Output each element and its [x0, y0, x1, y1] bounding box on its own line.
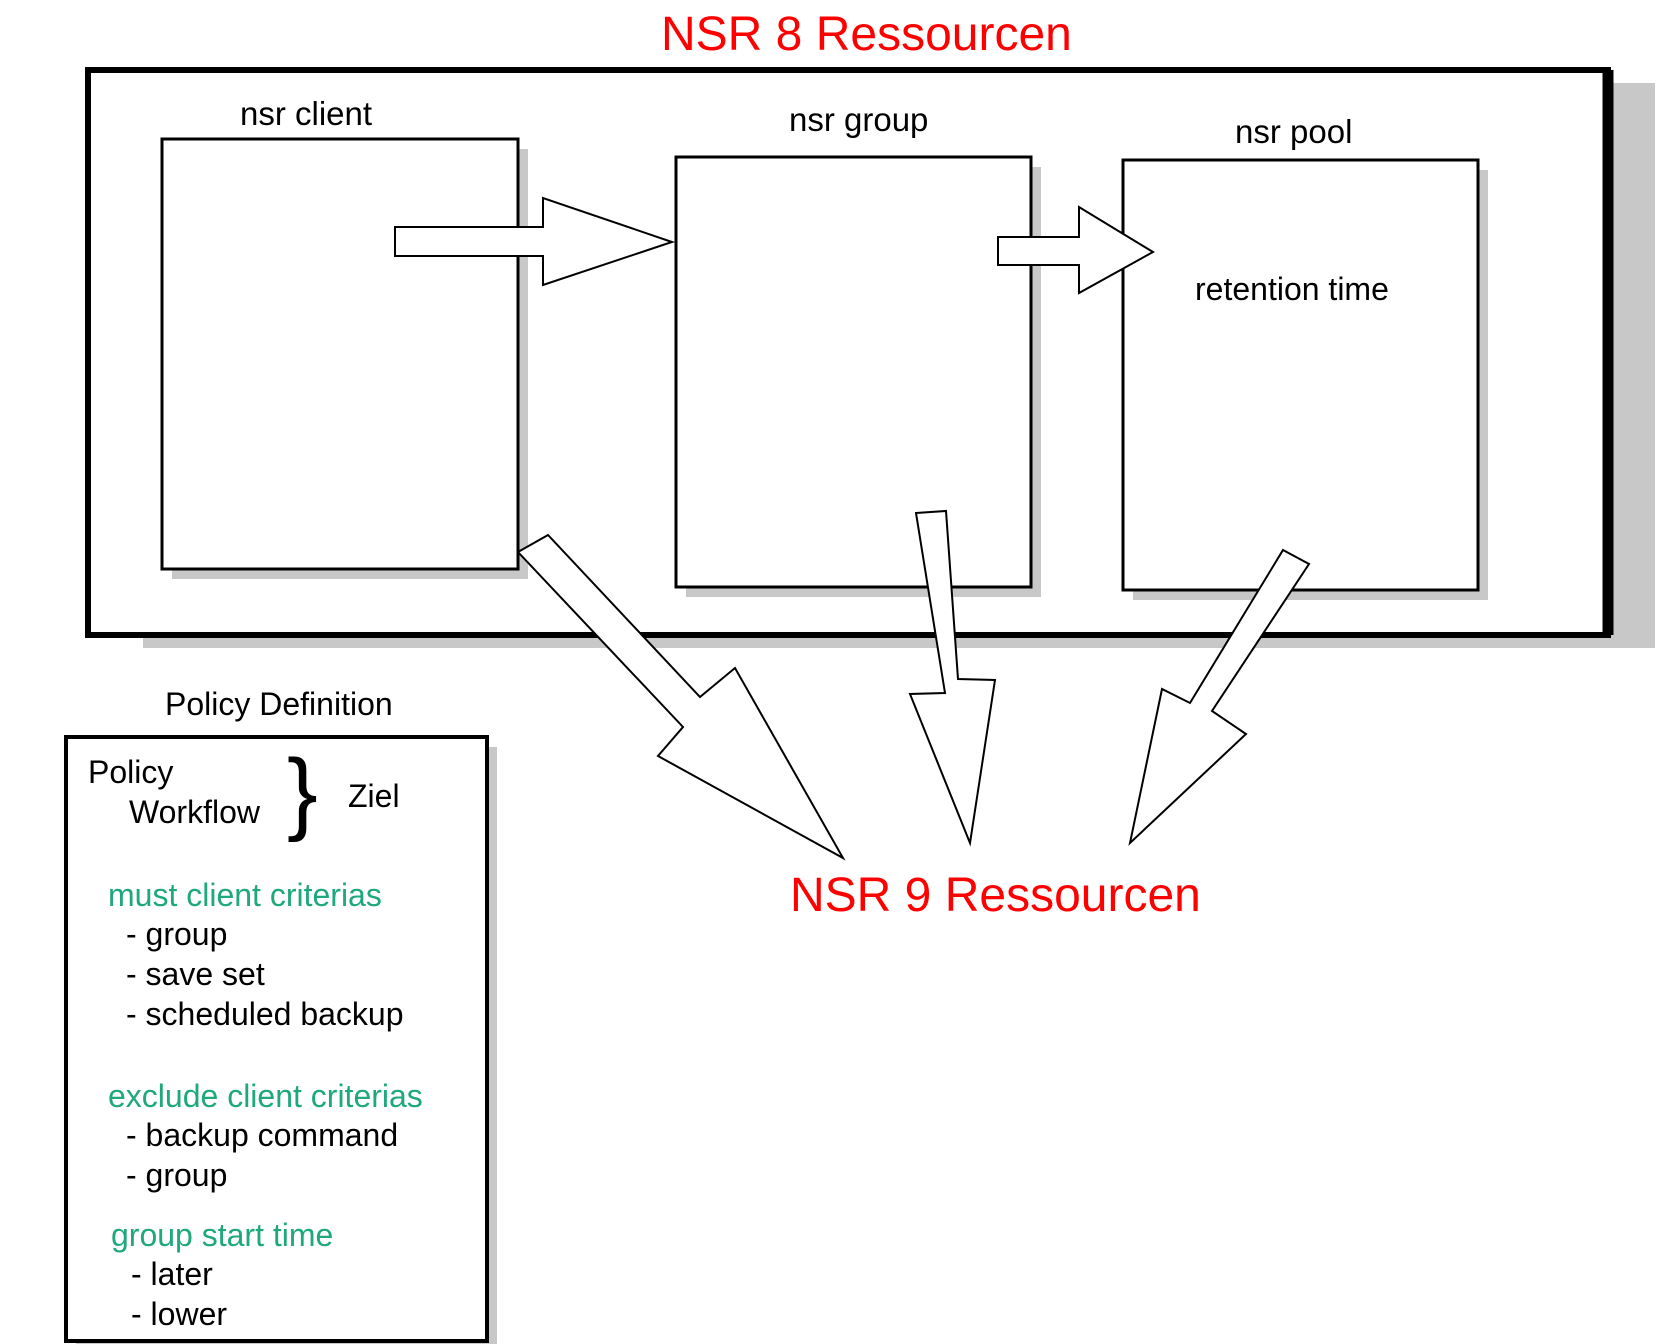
- policy-box: [64, 735, 497, 1344]
- section-heading-must: must client criterias: [108, 877, 382, 913]
- arrow-group-to-pool: [997, 205, 1155, 295]
- nsr-group-box: [674, 155, 1041, 597]
- section-heading-start-time: group start time: [111, 1217, 334, 1253]
- policy-label: Policy: [88, 754, 174, 790]
- list-item: - save set: [126, 956, 265, 992]
- nsr-group-label: nsr group: [789, 101, 929, 138]
- workflow-label: Workflow: [129, 794, 260, 830]
- retention-time-text: retention time: [1195, 271, 1389, 307]
- arrow-client-to-nsr9: [516, 533, 846, 861]
- list-item: - group: [126, 1157, 228, 1193]
- section-heading-exclude: exclude client criterias: [108, 1078, 423, 1114]
- nsr9-title: NSR 9 Ressourcen: [790, 869, 1201, 922]
- target-label: Ziel: [348, 778, 400, 814]
- nsr-pool-label: nsr pool: [1235, 113, 1353, 150]
- list-item: - lower: [131, 1296, 228, 1332]
- nsr-client-box: [160, 137, 528, 579]
- policy-definition-heading: Policy Definition: [165, 686, 393, 722]
- list-item: - backup command: [126, 1117, 399, 1153]
- arrow-group-to-nsr9: [908, 509, 997, 847]
- nsr-client-label: nsr client: [240, 95, 373, 132]
- list-item: - group: [126, 916, 228, 952]
- arrow-client-to-group: [394, 196, 676, 287]
- nsr8-title: NSR 8 Ressourcen: [661, 8, 1072, 61]
- brace-symbol: }: [287, 741, 318, 843]
- arrow-pool-to-nsr9: [1128, 548, 1311, 846]
- nsr-pool-box: [1121, 158, 1488, 600]
- list-item: - later: [131, 1256, 213, 1292]
- list-item: - scheduled backup: [126, 996, 404, 1032]
